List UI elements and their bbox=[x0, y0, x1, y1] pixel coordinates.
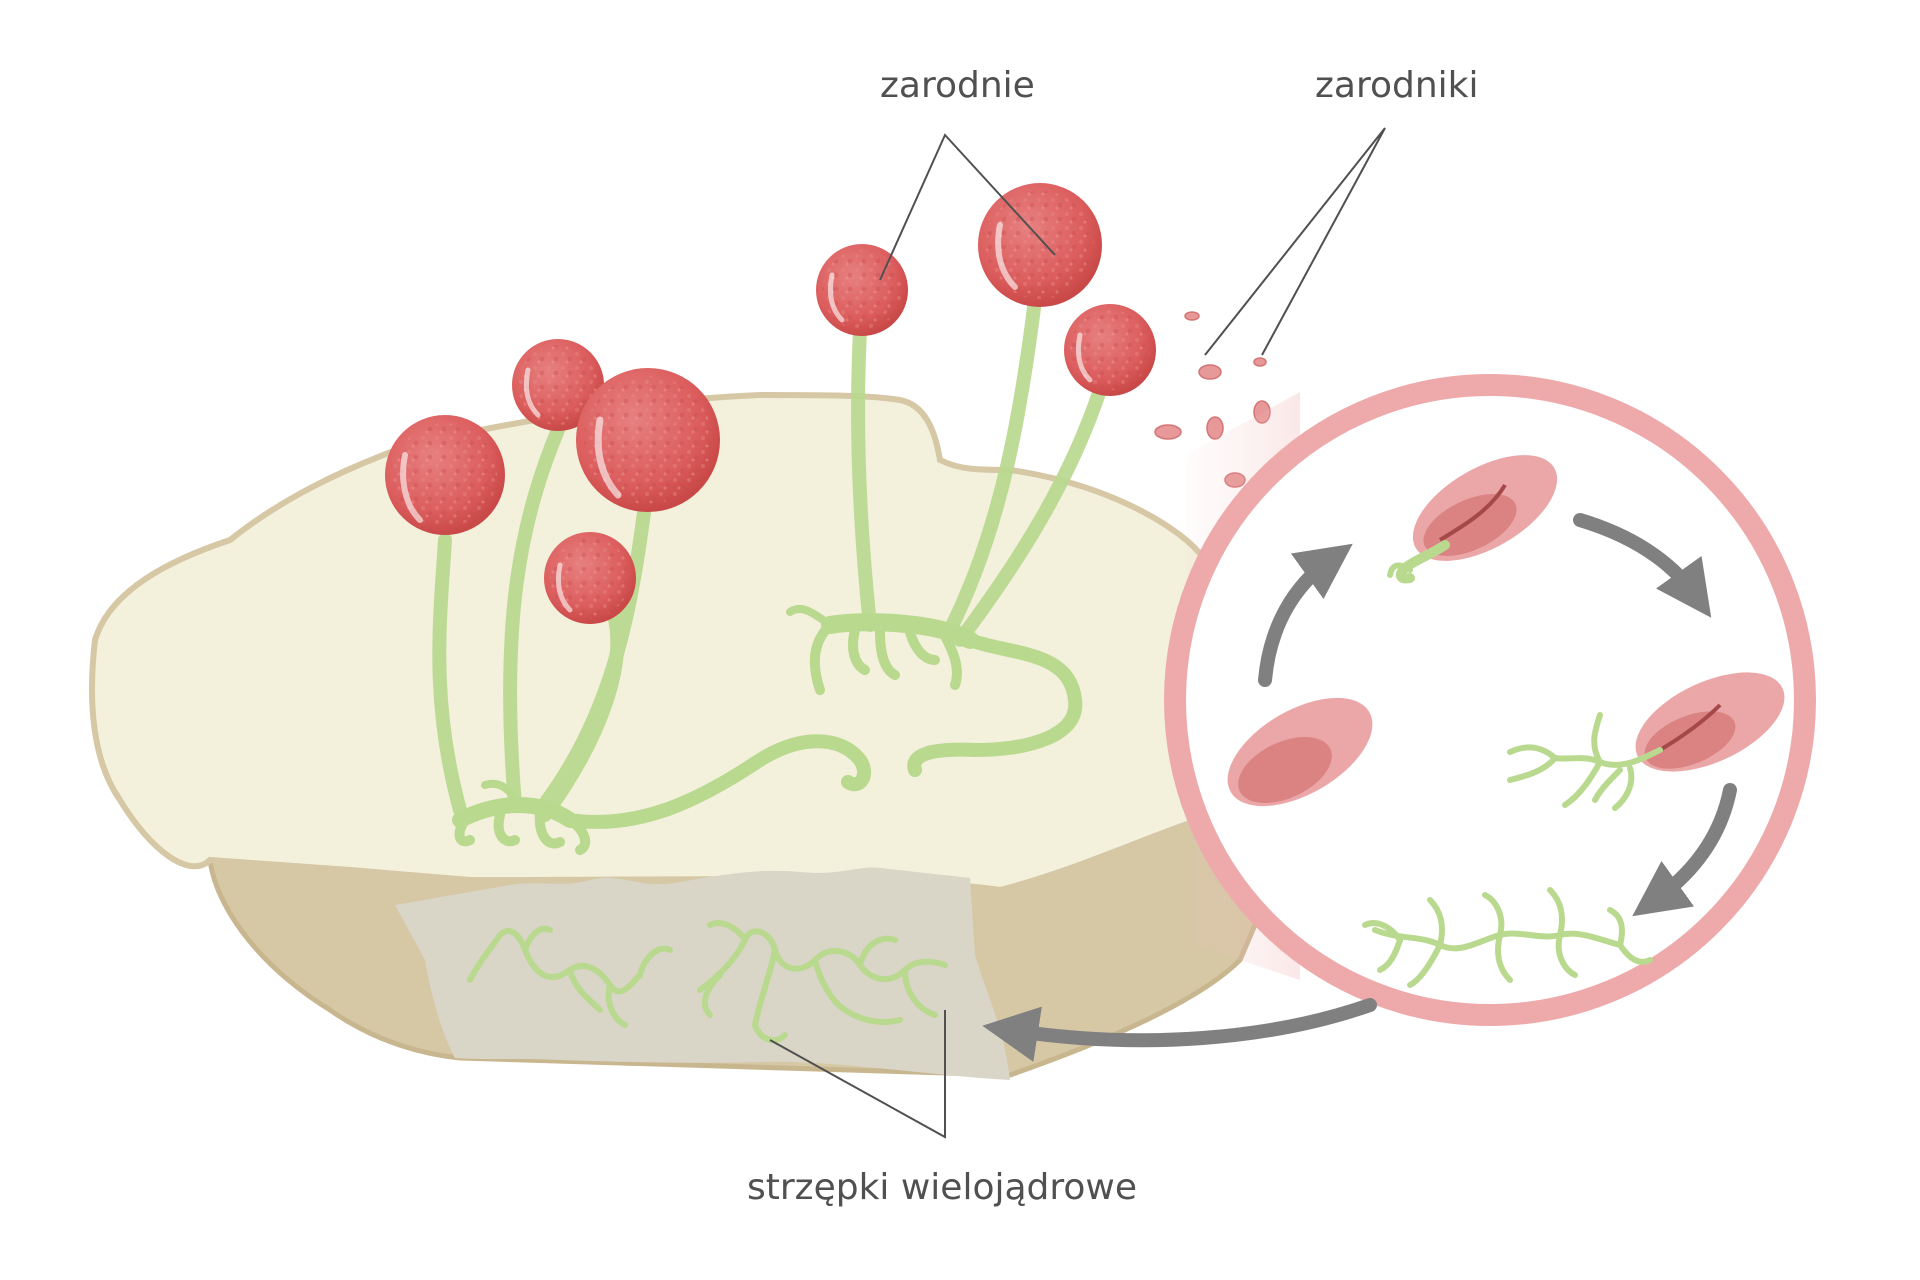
leader-hyphae bbox=[769, 1010, 946, 1139]
sporangium bbox=[978, 183, 1102, 307]
sporangium bbox=[385, 415, 505, 535]
cycle-arrow bbox=[1258, 543, 1353, 687]
spore-intact bbox=[1227, 697, 1373, 807]
leader-spores bbox=[1204, 127, 1386, 356]
leader-lines bbox=[769, 127, 1386, 1139]
label-hyphae: strzępki wielojądrowe bbox=[747, 1167, 1138, 1208]
internal-hyphae bbox=[467, 920, 948, 1044]
label-sporangia: zarodnie bbox=[880, 65, 1035, 106]
magnification-view bbox=[1164, 374, 1816, 1026]
leader-sporangia bbox=[879, 133, 1056, 281]
label-spores: zarodniki bbox=[1315, 65, 1479, 106]
cycle-arrow bbox=[1632, 783, 1737, 917]
sporangia bbox=[385, 183, 1156, 624]
sporangium bbox=[1064, 304, 1156, 396]
spore-with-hypha bbox=[1507, 672, 1785, 811]
spore-germinating bbox=[1387, 455, 1558, 584]
sporangium bbox=[576, 368, 720, 512]
surface-hyphae bbox=[452, 604, 1083, 855]
sporangium bbox=[512, 339, 604, 431]
bread-cut-section bbox=[395, 867, 1010, 1080]
return-arrow bbox=[982, 998, 1377, 1062]
sporangium bbox=[816, 244, 908, 336]
cycle-arrows bbox=[1258, 513, 1737, 917]
sporangium bbox=[544, 532, 636, 624]
cycle-arrow bbox=[1573, 513, 1712, 618]
bread-slice bbox=[88, 391, 1304, 1080]
sporangiophores bbox=[432, 293, 1107, 822]
mycelium-magnified bbox=[1362, 887, 1653, 988]
